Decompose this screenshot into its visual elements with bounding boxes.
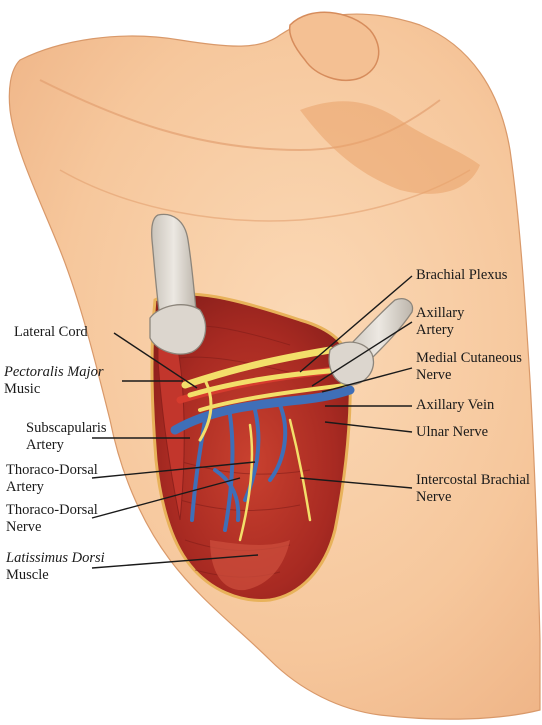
label-axillary-artery: Axillary Artery	[416, 305, 465, 338]
label-ulnar-nerve: Ulnar Nerve	[416, 424, 489, 440]
label-thoraco-dorsal-artery: Thoraco-Dorsal Artery	[6, 462, 98, 495]
retractor-right	[328, 298, 414, 386]
label-intercostal-brachial-nerve: Intercostal Brachial Nerve	[416, 472, 530, 505]
label-thoraco-dorsal-nerve: Thoraco-Dorsal Nerve	[6, 502, 98, 535]
label-subscapularis-artery: Subscapularis Artery	[26, 420, 107, 453]
skin-fold-mid	[59, 169, 471, 222]
label-brachial-plexus: Brachial Plexus	[416, 267, 508, 283]
leader-lines	[91, 275, 413, 569]
brachial-plexus-nerves	[181, 346, 347, 542]
label-medial-cutaneous-nerve: Medial Cutaneous Nerve	[416, 350, 522, 383]
label-latissimus-dorsi-muscle: Latissimus Dorsi Muscle	[6, 550, 105, 583]
retractor-left	[149, 213, 207, 355]
axillary-vein	[170, 385, 355, 435]
ear-shape	[288, 11, 380, 82]
label-axillary-vein: Axillary Vein	[416, 397, 495, 413]
axillary-hair	[300, 101, 480, 194]
label-lateral-cord: Lateral Cord	[14, 324, 88, 340]
latissimus-dorsi-muscle	[210, 540, 290, 591]
label-pectoralis-major: Pectoralis Major Music	[4, 364, 104, 397]
